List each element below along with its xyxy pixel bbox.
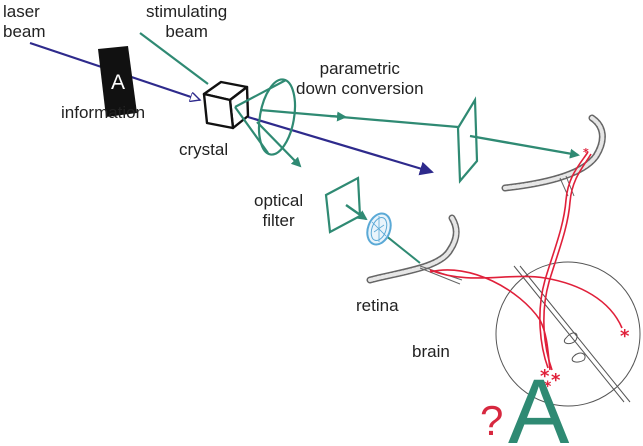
svg-text:*: * xyxy=(583,146,589,159)
eye-lens xyxy=(366,212,392,246)
svg-text:*: * xyxy=(620,326,630,347)
label-parametric-down-conversion: parametric down conversion xyxy=(296,59,424,98)
laser-beam-out xyxy=(247,115,434,176)
optical-filter-plate xyxy=(324,176,362,234)
down-conversion-filter xyxy=(456,96,479,184)
label-information: information xyxy=(61,103,146,122)
crystal-cube xyxy=(202,80,250,130)
svg-text:*: * xyxy=(544,379,552,395)
mask-letter: A xyxy=(111,71,125,94)
label-brain: brain xyxy=(412,342,450,361)
signal-beam-arrow xyxy=(329,111,347,122)
retina-lower xyxy=(366,214,463,285)
question-mark: ? xyxy=(480,397,504,444)
information-mask xyxy=(98,46,137,117)
svg-text:*: * xyxy=(551,370,561,391)
label-laser-beam: laser beam xyxy=(3,2,46,41)
label-stimulating-beam: stimulating beam xyxy=(146,2,228,41)
signal-beam-to-retina xyxy=(469,134,580,159)
perceived-letter: A xyxy=(508,361,570,446)
neural-markers: * * * * * xyxy=(540,146,630,395)
label-crystal: crystal xyxy=(179,140,229,159)
filtered-beam xyxy=(345,204,368,221)
svg-text:*: * xyxy=(540,366,550,387)
label-optical-filter: optical filter xyxy=(254,191,304,230)
emission-cone xyxy=(234,78,297,156)
label-retina: retina xyxy=(356,296,399,315)
signal-beam-to-filter xyxy=(259,108,459,129)
stimulating-beam xyxy=(139,32,209,85)
optic-nerves xyxy=(429,151,623,371)
idler-beam xyxy=(256,121,302,168)
